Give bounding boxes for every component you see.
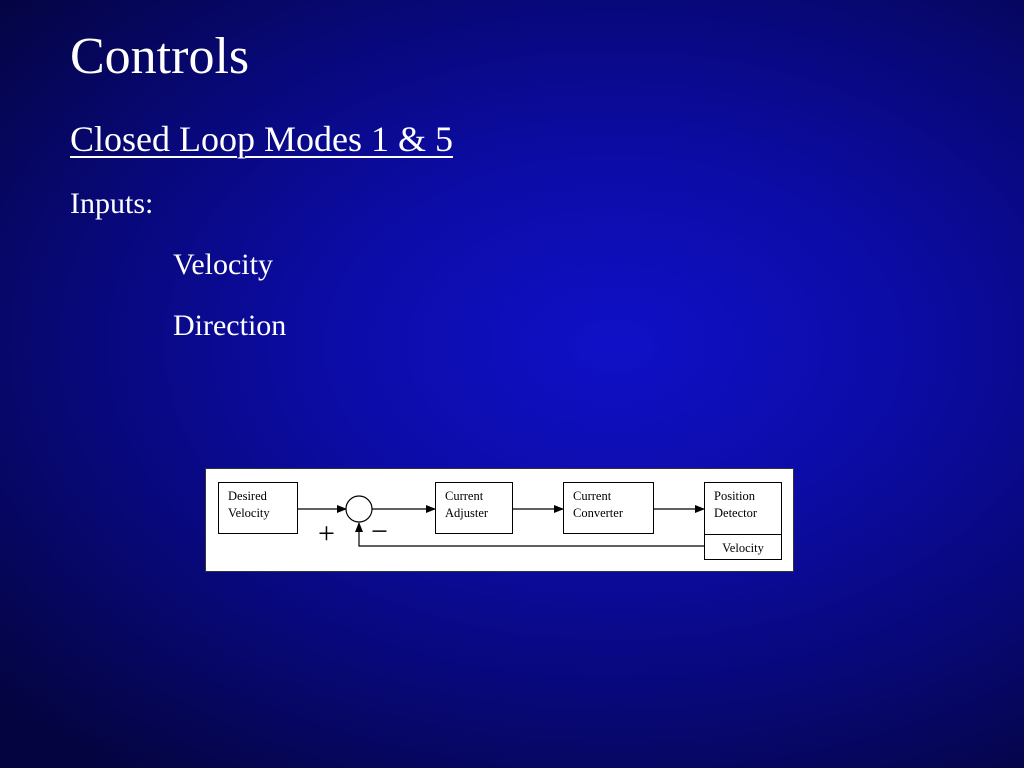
slide-title: Controls [70, 28, 250, 85]
block-velocity-output: Velocity [704, 534, 782, 560]
inputs-label: Inputs: [70, 187, 154, 220]
diagram-connectors [298, 495, 705, 547]
summing-junction [345, 495, 373, 523]
minus-sign: − [371, 515, 388, 548]
input-item-direction: Direction [173, 309, 287, 342]
block-position-detector: Position Detector [704, 482, 782, 535]
feedback-path [355, 522, 704, 547]
block-current-adjuster: Current Adjuster [435, 482, 513, 534]
slide-subtitle: Closed Loop Modes 1 & 5 [70, 119, 453, 159]
plus-sign: + [318, 517, 335, 550]
block-current-converter: Current Converter [563, 482, 654, 534]
block-desired-velocity: Desired Velocity [218, 482, 298, 534]
input-item-velocity: Velocity [173, 248, 273, 281]
control-block-diagram: Desired Velocity Current Adjuster Curren… [205, 468, 794, 572]
